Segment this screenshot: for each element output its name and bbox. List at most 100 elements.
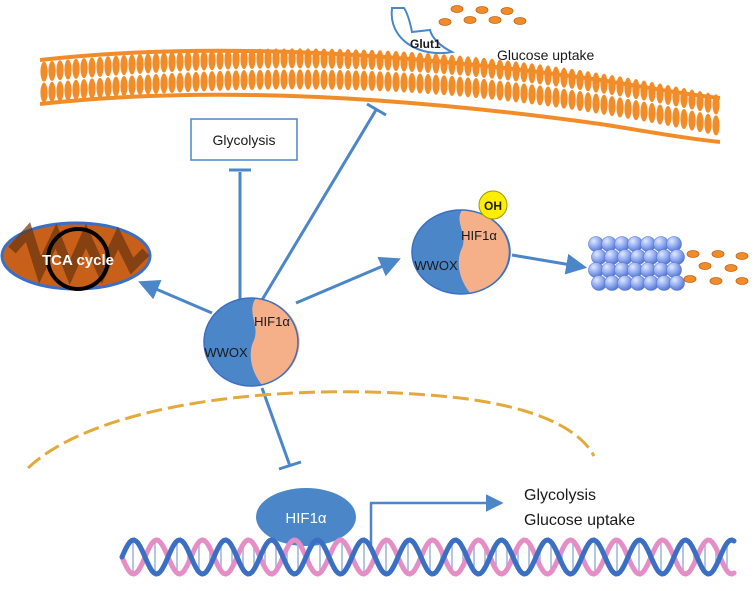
peptide-fragment [735,277,749,285]
lipid-head [576,91,584,112]
glucose-molecule [438,18,452,26]
dna-strand [119,537,737,577]
lipid-head [352,49,360,70]
lipid-head [384,50,392,71]
lipid-head [232,49,240,70]
lipid-head [504,60,512,81]
lipid-head [408,51,416,72]
lipid-head [712,115,720,136]
lipid-head [208,71,216,92]
lipid-head [336,69,344,90]
degraded-fragments [683,250,749,285]
lipid-head [448,75,456,96]
lipid-head [376,71,384,92]
arrow-to-mitochondrion [138,279,213,315]
lipid-head [264,48,272,69]
lipid-head [504,81,512,102]
lipid-head [328,48,336,69]
lipid-head [168,73,176,94]
lipid-head [528,63,536,84]
lipid-head [304,48,312,69]
lipid-head [424,53,432,74]
peptide-fragment [711,250,725,258]
tca-cycle-ring [46,227,110,291]
inhibit-nuclear-hif-line [260,387,302,471]
lipid-head [584,71,592,92]
lipid-head [80,79,88,100]
lipid-head [88,78,96,99]
lipid-head [152,52,160,73]
tca-cycle-label: TCA cycle [42,252,114,269]
lipid-head [640,101,648,122]
lipid-head [48,60,56,81]
lipid-head [400,72,408,93]
lipid-head [568,68,576,89]
lipid-head [56,60,64,81]
target-gene-glycolysis: Glycolysis [524,487,596,504]
lipid-head [416,73,424,94]
arrow-to-hydroxylated-complex [295,256,401,305]
lipid-head [224,49,232,70]
lipid-head [136,53,144,74]
lipid-head [336,48,344,69]
lipid-head [392,72,400,93]
lipid-head [536,64,544,85]
lipid-head [408,72,416,93]
lipid-head [296,69,304,90]
lipid-head [256,48,264,69]
lipid-head [232,70,240,91]
lipid-head [488,79,496,100]
lipid-head [552,66,560,87]
glucose-molecule [500,7,514,15]
lipid-head [144,53,152,74]
glucose-molecules-top [438,5,527,26]
lipid-head [320,48,328,69]
lipid-head [128,54,136,75]
lipid-head [648,103,656,124]
lipid-head [512,82,520,103]
lipid-head [432,53,440,74]
lipid-head [160,73,168,94]
nuclear-hif1a [256,488,356,546]
lipid-head [656,83,664,104]
lipid-head [576,70,584,91]
lipid-head [528,84,536,105]
lipid-heads [40,48,720,136]
lipid-head [616,97,624,118]
lipid-head [208,50,216,71]
lipid-head [264,69,272,90]
lipid-head [280,48,288,69]
hydroxyl-group [478,190,508,220]
target-gene-glucose-uptake: Glucose uptake [524,512,635,529]
lipid-head [592,93,600,114]
arrow-to-proteasome [511,253,588,275]
proteasome-subunit [669,275,685,291]
complex-center-wwox-label: WWOX [204,345,248,360]
lipid-head [40,61,48,82]
lipid-head [248,69,256,90]
wwox-hif1a-complex-center: HIF1α WWOX [203,297,300,387]
lipid-head [96,77,104,98]
lipid-head [120,55,128,76]
lipid-head [472,57,480,78]
lipid-head [568,89,576,110]
wwox-hif1a-complex-hydroxylated: HIF1α WWOX OH [411,190,511,295]
lipid-head [200,71,208,92]
lipid-head [240,70,248,91]
lipid-head [160,52,168,73]
peptide-fragment [686,250,700,258]
lipid-head [312,48,320,69]
mitochondrion: TCA cycle [0,221,152,291]
lipid-head [648,82,656,103]
lipid-head [200,50,208,71]
lipid-head [344,70,352,91]
peptide-fragment [724,264,738,272]
lipid-head [216,70,224,91]
hydroxyl-label: OH [484,199,502,213]
lipid-head [96,56,104,77]
lipid-head [192,50,200,71]
lipid-head [192,71,200,92]
lipid-head [616,76,624,97]
lipid-head [440,54,448,75]
